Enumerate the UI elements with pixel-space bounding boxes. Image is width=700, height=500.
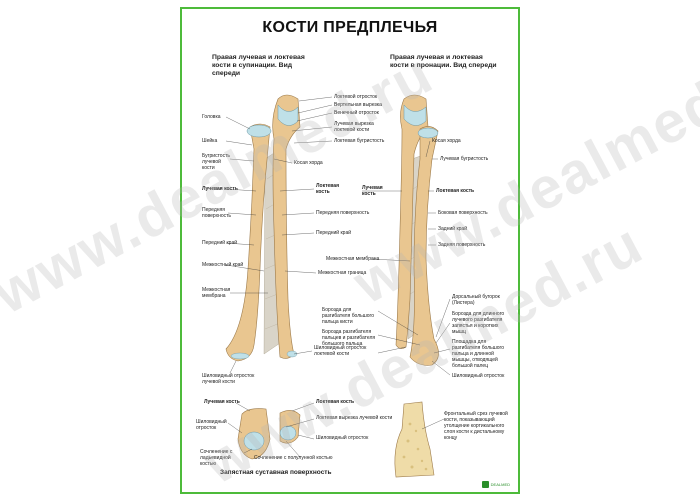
label-olecranon: Локтевой отросток — [334, 94, 378, 100]
label-front-surface-ulna: Передняя поверхность — [316, 210, 370, 216]
label-interosseous-edge: Межкостный край — [202, 262, 244, 268]
label-radius-pronation: Лучевая кость — [362, 185, 383, 197]
carpal-surface-lunate — [279, 425, 297, 441]
label-membrane-right: Межкостная мембрана — [326, 256, 380, 262]
logo-text: DEALMED — [490, 482, 510, 487]
radius-head-pronation — [417, 127, 439, 139]
label-trochlear-notch: Вертельная вырезка — [334, 102, 382, 108]
poster-title: КОСТИ ПРЕДПЛЕЧЬЯ — [262, 19, 438, 36]
logo-icon — [481, 481, 489, 488]
radius-pronation — [409, 126, 439, 366]
label-articulation-lunate: Сочленение с полулунной костью — [254, 455, 333, 461]
label-groove-extensor-2: Борозда разгибателя пальцев и разгибател… — [322, 329, 376, 347]
bone-illustration — [225, 94, 451, 478]
carpal-surface-scaphoid — [243, 431, 265, 451]
label-back-surface: Задняя поверхность — [438, 242, 486, 248]
label-radial-notch-bottom: Локтевая вырезка лучевой кости — [316, 415, 393, 421]
ulna-styloid-cartilage-supination — [286, 350, 298, 358]
radius-distal-cartilage-supination — [230, 352, 250, 360]
label-head: Головка — [202, 114, 221, 120]
label-area-extensor: Площадка для разгибателя большого пальца… — [452, 339, 505, 369]
label-radius-bottom: Лучевая кость — [204, 399, 240, 405]
label-styloid-left-bottom: Шиловидный отросток — [196, 419, 227, 431]
label-radial-notch: Лучевая вырезка локтевой кости — [334, 121, 374, 133]
label-dorsal-tubercle: Дорсальный бугорок (Листера) — [452, 294, 500, 306]
label-radius-styloid: Шиловидный отросток лучевой кости — [202, 373, 255, 385]
label-ulna-bottom: Локтевая кость — [316, 399, 355, 405]
label-ulna-styloid-right: Шиловидный отросток — [452, 373, 505, 379]
ulna-trochlea-supination — [277, 104, 299, 126]
subtitle-supination: Правая лучевая и локтевая кости в супина… — [212, 54, 305, 77]
poster: КОСТИ ПРЕДПЛЕЧЬЯ Правая лучевая и локтев… — [180, 7, 520, 494]
frontal-section — [394, 401, 435, 478]
radius-head-supination — [246, 124, 272, 138]
label-oblique-cord: Косая хорда — [294, 160, 323, 166]
label-styloid-right-bottom: Шиловидный отросток — [316, 435, 369, 441]
label-ulna-supination: Локтевая кость — [316, 183, 340, 195]
label-frontal-section: Фронтальный срез лучевой кости, показыва… — [444, 411, 508, 441]
label-neck: Шейка — [202, 138, 218, 144]
publisher-logo: DEALMED — [481, 481, 510, 488]
label-coronoid: Венечный отросток — [334, 110, 379, 116]
label-groove-extensor-1: Борозда для разгибателя большого пальца … — [322, 307, 375, 325]
label-interosseous-membrane: Межкостная мембрана — [202, 287, 231, 299]
subtitle-pronation: Правая лучевая и локтевая кости в пронац… — [390, 54, 497, 69]
label-front-edge-ulna: Передний край — [316, 230, 352, 236]
label-groove-long: Борозда для длинного лучевого разгибател… — [452, 311, 505, 335]
label-ulna-styloid: Шиловидный отросток локтевой кости — [314, 345, 367, 357]
label-radial-tuberosity-right: Лучевая бугристость — [440, 156, 489, 162]
label-ulna-pronation: Локтевая кость — [436, 188, 475, 194]
label-carpal-articular-surface: Запястная суставная поверхность — [220, 469, 332, 476]
ulna-trochlea-pronation — [403, 104, 427, 126]
label-back-edge: Задний край — [438, 226, 467, 232]
label-side-surface: Боковая поверхность — [438, 210, 488, 216]
label-radial-tuberosity: Бугристость лучевой кости — [202, 153, 230, 171]
label-front-edge-left: Передний край — [202, 240, 238, 246]
label-front-surface-left: Передняя поверхность — [202, 207, 232, 219]
label-interosseous-border: Межкостная граница — [318, 270, 367, 276]
label-articulation-scaphoid: Сочленение с ладьевидной костью — [200, 449, 233, 467]
label-ulnar-tuberosity: Локтевая бугристость — [334, 138, 385, 144]
label-oblique-cord-right: Косая хорда — [432, 138, 461, 144]
label-radius-supination: Лучевая кость — [202, 186, 238, 192]
